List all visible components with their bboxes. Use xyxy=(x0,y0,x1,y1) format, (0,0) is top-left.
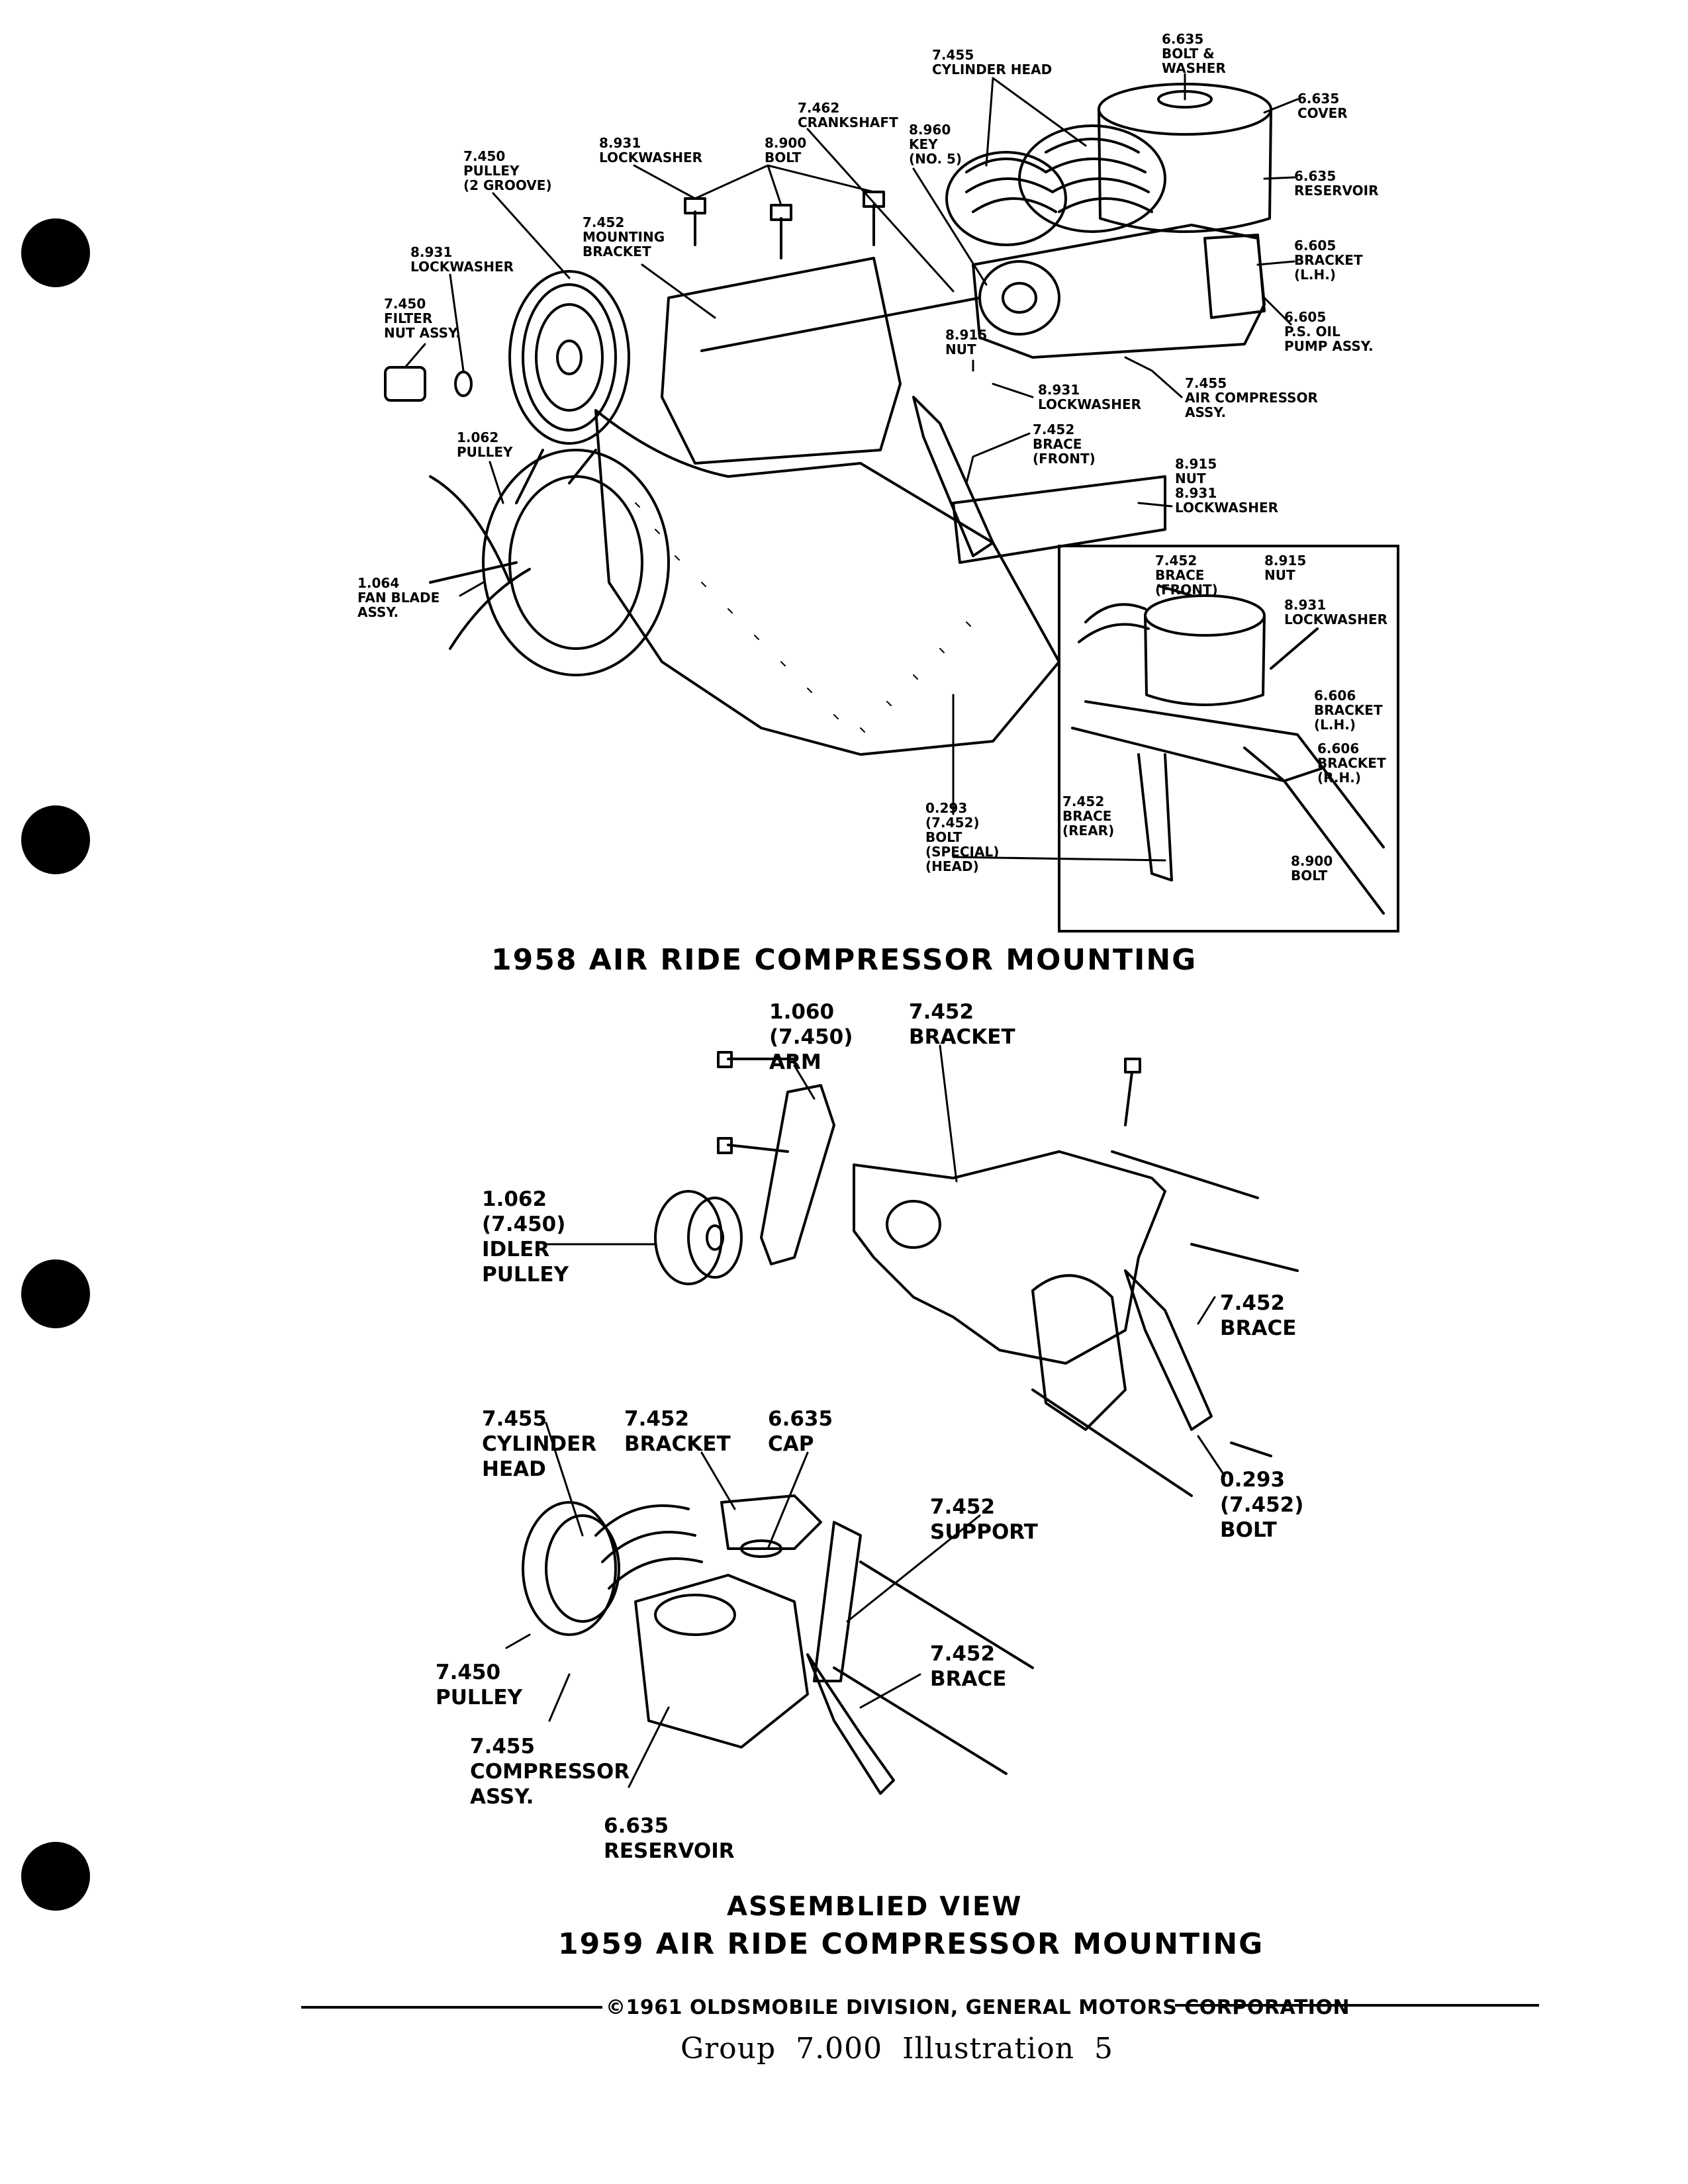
label-brace-front: 7.452 BRACE (FRONT) xyxy=(1033,422,1096,467)
label-bolt-top: 8.900 BOLT xyxy=(765,135,807,165)
label-filter-nut: 7.450 FILTER NUT ASSY. xyxy=(384,296,461,341)
mounting-bracket-drawing xyxy=(661,257,902,465)
label-pulley-1062: 1.062 PULLEY xyxy=(457,430,513,460)
label-brace: 7.452 BRACE xyxy=(1220,1291,1297,1340)
inset-label-lockwasher: 8.931 LOCKWASHER xyxy=(1284,597,1388,627)
label-bolt-washer: 6.635 BOLT & WASHER xyxy=(1162,31,1226,76)
cylinder-head-drawing xyxy=(945,124,1166,246)
inset-label-bolt: 8.900 BOLT xyxy=(1291,853,1333,884)
label-cylinder-head: 7.455 CYLINDER HEAD xyxy=(932,47,1053,77)
inset-label-brace-front: 7.452 BRACE (FRONT) xyxy=(1155,553,1218,598)
label-reservoir: 6.635 RESERVOIR xyxy=(604,1814,735,1863)
inset-label-brace-rear: 7.452 BRACE (REAR) xyxy=(1062,794,1115,839)
label-arm: 1.060 (7.450) ARM xyxy=(769,1000,853,1074)
label-crankshaft: 7.462 CRANKSHAFT xyxy=(798,100,898,130)
label-lockwasher-left: 8.931 LOCKWASHER xyxy=(410,244,514,275)
caption-assembled-view: ASSEMBLIED VIEW xyxy=(727,1891,1023,1922)
label-nut-mid: 8.915 NUT xyxy=(945,327,988,357)
compressor-body-drawing xyxy=(972,224,1266,359)
group-illustration-label: Group 7.000 Illustration 5 xyxy=(680,2032,1114,2066)
label-bracket-lh: 6.605 BRACKET (L.H.) xyxy=(1294,238,1363,283)
binder-hole xyxy=(21,805,90,874)
inset-label-nut: 8.915 NUT xyxy=(1264,553,1307,583)
inset-drawing xyxy=(1071,584,1385,915)
inset-frame xyxy=(1058,545,1399,933)
label-mounting-bracket: 7.452 MOUNTING BRACKET xyxy=(583,214,665,259)
label-fan-blade: 1.064 FAN BLADE ASSY. xyxy=(357,575,440,620)
label-key: 8.960 KEY (NO. 5) xyxy=(909,122,962,167)
binder-hole xyxy=(21,218,90,287)
label-ps-pump: 6.605 P.S. OIL PUMP ASSY. xyxy=(1284,309,1374,354)
label-bracket: 7.452 BRACKET xyxy=(909,1000,1015,1049)
pulley-2-groove-drawing xyxy=(508,270,630,445)
label-bolt: 0.293 (7.452) BOLT xyxy=(1220,1468,1304,1542)
assembled-compressor-drawing xyxy=(522,1494,895,1795)
caption-1958: 1958 AIR RIDE COMPRESSOR MOUNTING xyxy=(491,943,1197,977)
label-cap: 6.635 CAP xyxy=(768,1407,833,1456)
label-special-bolt: 0.293 (7.452) BOLT (SPECIAL) (HEAD) xyxy=(925,800,1000,874)
label-support: 7.452 SUPPORT xyxy=(930,1495,1038,1544)
label-pulley: 7.450 PULLEY xyxy=(436,1661,523,1709)
label-pulley-2-groove: 7.450 PULLEY (2 GROOVE) xyxy=(463,148,552,193)
label-idler-pulley: 1.062 (7.450) IDLER PULLEY xyxy=(482,1187,569,1287)
label-air-compressor: 7.455 AIR COMPRESSOR ASSY. xyxy=(1185,375,1318,420)
label-brace: 7.452 BRACE xyxy=(930,1642,1007,1691)
copyright-notice: ©1961 OLDSMOBILE DIVISION, GENERAL MOTOR… xyxy=(606,1996,1350,2019)
inset-label-bracket-rh: 6.606 BRACKET (R.H.) xyxy=(1317,741,1386,786)
arm-drawing xyxy=(760,1084,835,1265)
binder-hole xyxy=(21,1842,90,1911)
inset-label-bracket-lh: 6.606 BRACKET (L.H.) xyxy=(1314,688,1383,733)
caption-1959: 1959 AIR RIDE COMPRESSOR MOUNTING xyxy=(558,1927,1264,1961)
label-bracket: 7.452 BRACKET xyxy=(624,1407,731,1456)
exploded-bracket-drawing xyxy=(853,1150,1213,1431)
footer-rule-left xyxy=(301,2006,602,2009)
label-lockwasher-top: 8.931 LOCKWASHER xyxy=(599,135,703,165)
idler-pulley-drawing xyxy=(654,1190,743,1285)
label-cylinder-head: 7.455 CYLINDER HEAD xyxy=(482,1407,597,1481)
label-lockwasher-mid: 8.931 LOCKWASHER xyxy=(1038,382,1142,412)
label-nut-lockwasher: 8.915 NUT 8.931 LOCKWASHER xyxy=(1175,456,1279,516)
label-cover: 6.635 COVER xyxy=(1297,91,1348,121)
binder-hole xyxy=(21,1259,90,1328)
label-reservoir: 6.635 RESERVOIR xyxy=(1294,168,1379,199)
footer-rule-right xyxy=(1175,2004,1539,2007)
label-compressor-assy: 7.455 COMPRESSOR ASSY. xyxy=(470,1735,630,1809)
